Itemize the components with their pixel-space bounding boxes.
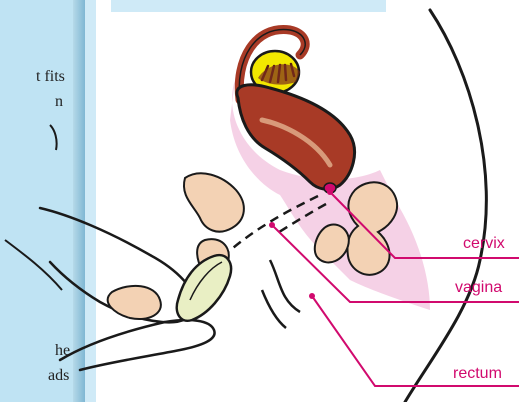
palm [108,286,161,319]
rectum-wall [270,260,300,312]
label-cervix: cervix [463,235,505,252]
arm-line [50,125,57,150]
tampon-applicator [177,255,231,321]
pubic-bone [184,173,244,231]
label-rectum: rectum [453,365,502,382]
abdomen-outline [405,10,486,402]
label-vagina: vagina [455,279,502,296]
